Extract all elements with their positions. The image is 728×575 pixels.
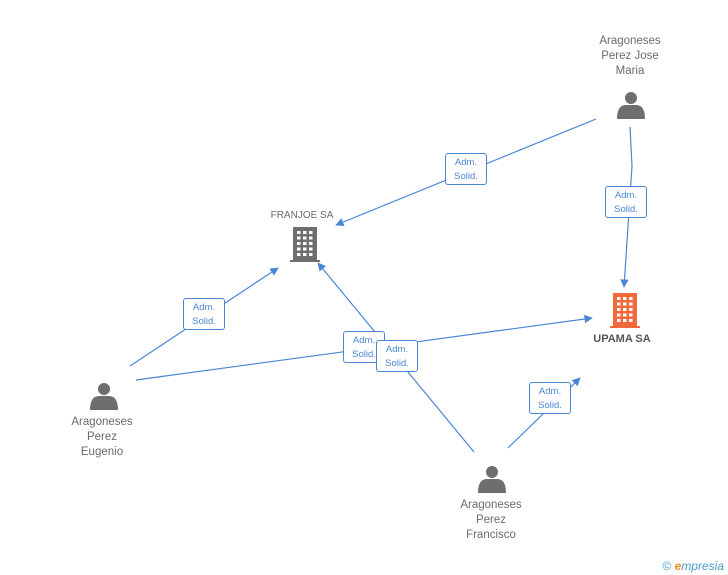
empresia-brand[interactable]: © empresia [662,559,724,573]
person-name-line: Perez [86,431,118,443]
brand-name: mpresia [681,559,724,573]
edge-role-text: Adm. [614,190,638,201]
person-name-line: Perez [475,514,507,526]
edge-role-text: Solid. [352,349,376,360]
person-icon[interactable] [617,92,645,119]
copyright-symbol: © [662,559,672,573]
person-icon[interactable] [478,466,506,493]
person-name-line: Aragoneses [460,499,522,511]
person-name-line: Aragoneses [599,35,661,47]
edge-role-text: Adm. [454,157,478,168]
edge-role-badge[interactable]: Adm. Solid. [529,382,571,414]
edge-role-text: Solid. [192,316,216,327]
edge-role-text: Solid. [538,400,562,411]
building-icon[interactable] [610,293,640,328]
person-name-line: Eugenio [80,446,124,458]
edge-person-jose-maria-to-company-upama [620,126,633,288]
edge-role-text: Adm. [192,302,216,313]
building-icon[interactable] [290,227,320,262]
person-name-line: Francisco [466,529,516,541]
edge-role-text: Adm. [538,386,562,397]
person-icon[interactable] [90,383,118,410]
company-name-label[interactable]: FRANJOE SA [270,210,334,221]
edge-role-text: Solid. [385,358,409,369]
person-name-line: Perez Jose [601,50,659,62]
edge-role-badge[interactable]: Adm. Solid. [445,153,487,185]
edge-role-text: Adm. [352,335,376,346]
edge-role-badge[interactable]: Adm. Solid. [183,298,225,330]
brand-initial: e [674,559,682,573]
edge-role-text: Adm. [385,344,409,355]
edge-role-text: Solid. [614,204,638,215]
company-name-label[interactable]: UPAMA SA [593,333,651,345]
edge-role-text: Solid. [454,171,478,182]
person-name-line: Maria [615,65,645,77]
edge-role-badge[interactable]: Adm. Solid. [605,186,647,218]
edge-role-badge[interactable]: Adm. Solid. [376,340,418,372]
person-name-line: Aragoneses [71,416,133,428]
